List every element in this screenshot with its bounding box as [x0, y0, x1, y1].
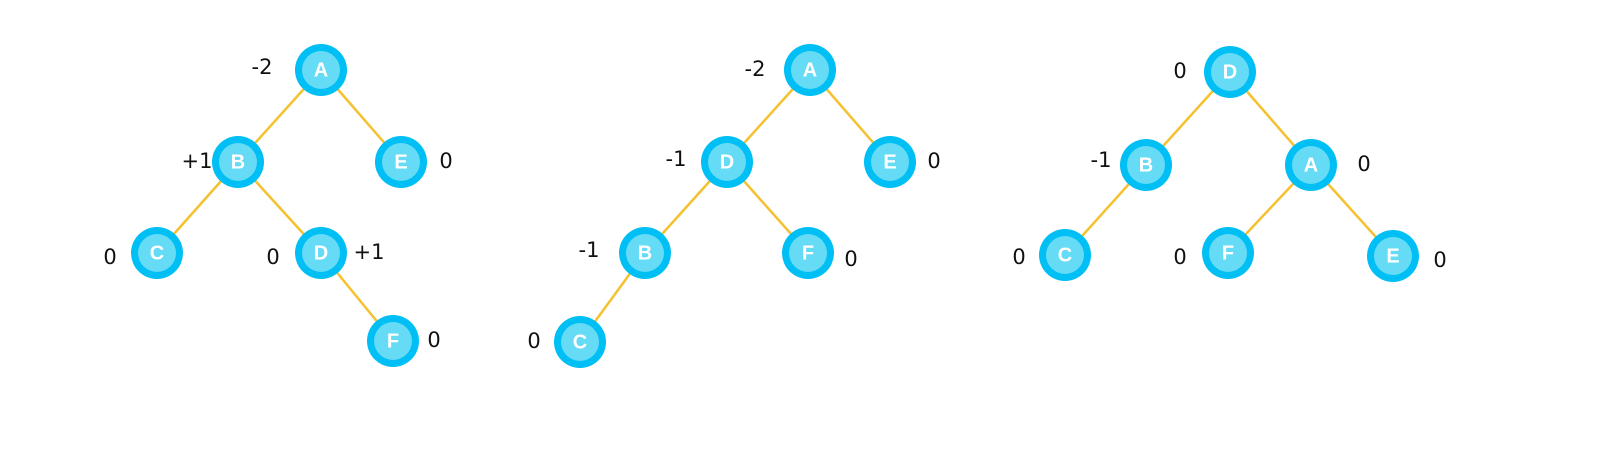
balance-factor-t2-F: 0 — [844, 247, 857, 271]
node-t1-D: D — [295, 227, 347, 279]
node-inner-fill — [1046, 236, 1084, 274]
node-t1-F: F — [367, 315, 419, 367]
node-label: E — [394, 151, 407, 173]
node-t3-F: F — [1202, 227, 1254, 279]
node-label: C — [1058, 244, 1072, 266]
node-inner-fill — [1292, 146, 1330, 184]
node-inner-fill — [1127, 146, 1165, 184]
node-inner-fill — [302, 234, 340, 272]
balance-factor-t3-B: -1 — [1091, 148, 1112, 172]
node-label: A — [803, 59, 817, 81]
node-t3-D: D — [1204, 46, 1256, 98]
node-label: F — [802, 242, 814, 264]
node-t3-A: A — [1285, 139, 1337, 191]
balance-factor-t1-E: 0 — [439, 149, 452, 173]
balance-factor-t2-D: -1 — [666, 147, 687, 171]
node-t3-E: E — [1367, 230, 1419, 282]
node-inner-fill — [1211, 53, 1249, 91]
balance-factor-t3-C: 0 — [1012, 245, 1025, 269]
node-inner-fill — [871, 143, 909, 181]
node-t2-B: B — [619, 227, 671, 279]
node-label: F — [387, 330, 399, 352]
node-t2-A: A — [784, 44, 836, 96]
node-t1-C: C — [131, 227, 183, 279]
node-inner-fill — [626, 234, 664, 272]
node-label: D — [1223, 61, 1237, 83]
node-label: C — [150, 242, 164, 264]
node-inner-fill — [708, 143, 746, 181]
balance-factor-t1-C: 0 — [103, 245, 116, 269]
nodes-layer: A B E C D F A D E B F C D B A C F E — [131, 44, 1419, 368]
node-t2-D: D — [701, 136, 753, 188]
node-inner-fill — [138, 234, 176, 272]
node-t2-E: E — [864, 136, 916, 188]
node-label: B — [1139, 154, 1153, 176]
node-inner-fill — [1209, 234, 1247, 272]
balance-factor-t1-A: -2 — [252, 55, 273, 79]
node-t3-B: B — [1120, 139, 1172, 191]
node-label: C — [573, 331, 587, 353]
balance-factor-t2-E: 0 — [927, 149, 940, 173]
node-inner-fill — [382, 143, 420, 181]
node-label: D — [314, 242, 328, 264]
balance-factor-t1-D: +1 — [354, 240, 385, 264]
node-label: A — [314, 59, 328, 81]
balance-label-extra: 0 — [266, 245, 279, 269]
node-label: B — [231, 151, 245, 173]
node-t3-C: C — [1039, 229, 1091, 281]
node-t1-A: A — [295, 44, 347, 96]
node-inner-fill — [374, 322, 412, 360]
node-inner-fill — [561, 323, 599, 361]
balance-factor-t1-B: +1 — [182, 149, 213, 173]
node-label: D — [720, 151, 734, 173]
balance-factor-t3-A: 0 — [1357, 152, 1370, 176]
balance-factor-t3-F: 0 — [1173, 245, 1186, 269]
node-t1-E: E — [375, 136, 427, 188]
balance-factor-t3-E: 0 — [1433, 248, 1446, 272]
balance-factor-t2-C: 0 — [527, 329, 540, 353]
node-label: A — [1304, 154, 1318, 176]
balance-factor-t1-F: 0 — [427, 328, 440, 352]
node-inner-fill — [1374, 237, 1412, 275]
node-t1-B: B — [212, 136, 264, 188]
balance-factor-t3-D: 0 — [1173, 59, 1186, 83]
node-label: E — [1386, 245, 1399, 267]
node-label: B — [638, 242, 652, 264]
node-inner-fill — [791, 51, 829, 89]
node-inner-fill — [302, 51, 340, 89]
edges-layer — [156, 69, 1394, 343]
node-label: E — [883, 151, 896, 173]
node-inner-fill — [219, 143, 257, 181]
node-t2-F: F — [782, 227, 834, 279]
balance-factor-t2-B: -1 — [579, 238, 600, 262]
node-inner-fill — [789, 234, 827, 272]
node-t2-C: C — [554, 316, 606, 368]
node-label: F — [1222, 242, 1234, 264]
balance-factor-t2-A: -2 — [745, 57, 766, 81]
balance-labels-layer: -2 +1 0 0 +1 0 0 -2 -1 0 -1 0 0 0 -1 0 0 0 0 — [103, 55, 1446, 353]
